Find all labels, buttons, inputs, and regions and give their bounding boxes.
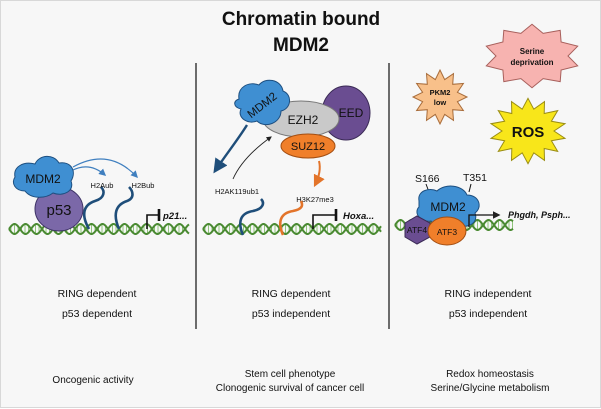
arrow-to-h2aub [70, 166, 107, 176]
dna-strand-b [8, 223, 190, 235]
panel-1: H2Aub H2Bub p53 MDM2 p21... RING depende… [12, 155, 187, 386]
panel2-p53-text: p53 independent [252, 308, 330, 320]
label-atf4: ATF4 [407, 225, 427, 235]
label-t351: T351 [463, 172, 487, 184]
label-suz12: SUZ12 [291, 141, 325, 153]
arrow-suz12-to-h3k27me3 [313, 160, 325, 188]
panel1-p53-text: p53 dependent [62, 308, 132, 320]
label-deprivation: deprivation [510, 58, 553, 67]
title-line-2: MDM2 [273, 35, 329, 56]
panel1-outcome: Oncogenic activity [52, 375, 133, 386]
promoter-arrow-phgdh [468, 211, 501, 227]
mdm2-protein-panel1 [12, 155, 74, 198]
title-line-1: Chromatin bound [222, 9, 380, 30]
label-eed: EED [339, 106, 364, 120]
gene-label-hoxa: Hoxa... [343, 211, 374, 222]
panel2-ring-text: RING dependent [252, 288, 331, 300]
mdm2-protein-panel2 [234, 79, 290, 126]
label-pkm2-low: low [434, 98, 447, 107]
panel3-ring-text: RING independent [445, 288, 532, 300]
h2aub-histone-tail [82, 186, 105, 230]
dna-helix-panel1 [8, 223, 190, 235]
serine-deprivation-starburst [485, 23, 579, 89]
label-h2bub: H2Bub [132, 181, 155, 190]
label-h2aub: H2Aub [91, 181, 114, 190]
panel3-outcome-2: Serine/Glycine metabolism [431, 383, 550, 394]
t351-tick [468, 183, 472, 193]
promoter-bar-hoxa [312, 214, 335, 229]
arrow-to-h2bub [72, 158, 138, 179]
arrow-to-prc2 [232, 136, 272, 180]
label-ezh2: EZH2 [288, 113, 319, 127]
label-mdm2-panel1: MDM2 [25, 172, 61, 186]
dna-strand-a [202, 223, 382, 235]
panel2-outcome-1: Stem cell phenotype [245, 369, 336, 380]
panel2-outcome-2: Clonogenic survival of cancer cell [216, 383, 364, 394]
h3k27me3-histone-tail [279, 200, 304, 236]
label-mdm2-panel3: MDM2 [430, 200, 466, 214]
dna-helix-panel2 [202, 223, 382, 235]
panel1-ring-text: RING dependent [58, 288, 137, 300]
gene-label-p21: p21... [162, 211, 187, 222]
label-s166: S166 [415, 173, 440, 185]
promoter-bar-p21 [146, 214, 158, 229]
label-ros: ROS [512, 124, 545, 141]
panel3-p53-text: p53 independent [449, 308, 527, 320]
mdm2-protein-panel3 [416, 185, 480, 229]
h2bub-histone-tail [114, 186, 134, 230]
label-pkm2: PKM2 [430, 88, 451, 97]
label-h3k27me3: H3K27me3 [296, 195, 334, 204]
arrow-mdm2-to-h2aub [213, 124, 249, 174]
panel3-outcome-1: Redox homeostasis [446, 369, 534, 380]
pkm2-low-starburst [411, 68, 469, 126]
suz12-protein [280, 133, 336, 159]
panel-2: EED EZH2 SUZ12 MDM2 H2AK119ub1 H3K27me3 … [213, 79, 374, 394]
gene-label-phgdh-psph: Phgdh, Psph... [508, 210, 571, 220]
dna-strand-a [8, 223, 190, 235]
label-h2ak119ub1: H2AK119ub1 [215, 187, 259, 196]
label-p53: p53 [46, 202, 71, 219]
atf3-protein [427, 216, 467, 246]
dna-strand-b [202, 223, 382, 235]
h2ak119ub1-histone-tail [239, 198, 265, 236]
panel-3: Serine deprivation PKM2 low ROS S166 T35… [404, 23, 579, 394]
label-serine: Serine [520, 47, 545, 56]
label-atf3: ATF3 [437, 227, 457, 237]
ros-starburst [489, 97, 567, 165]
